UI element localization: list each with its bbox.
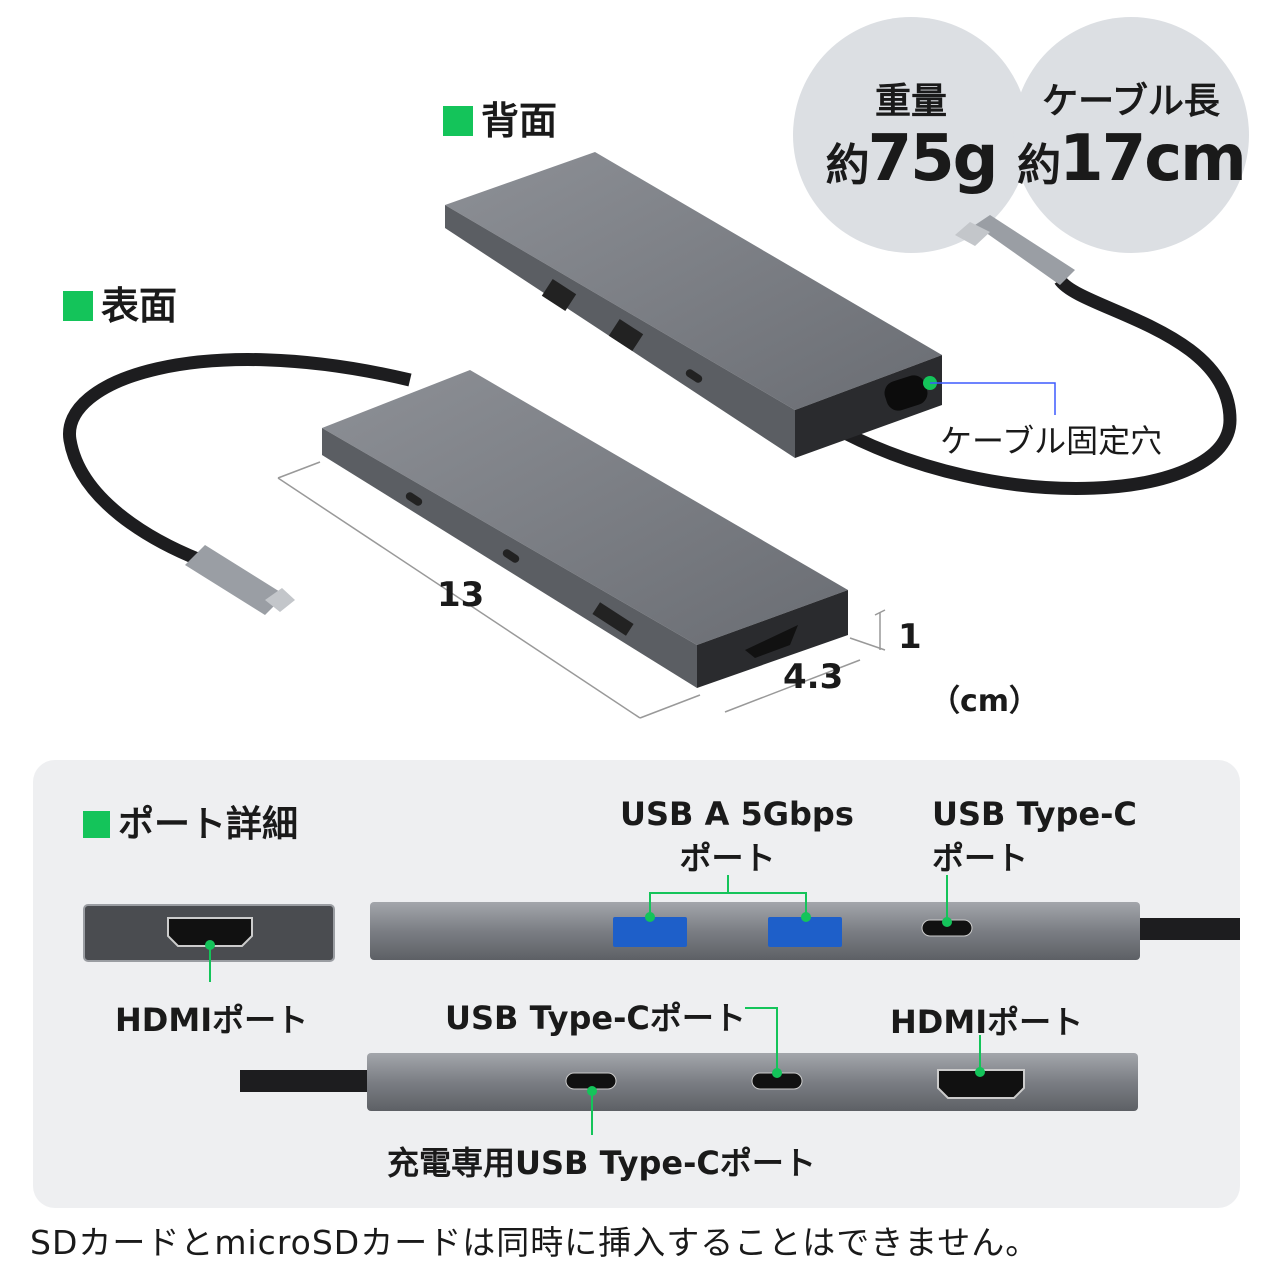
dim-unit: （cm）: [930, 684, 1040, 719]
dim-length: 13: [437, 575, 485, 615]
cable-length-prefix: 約: [1017, 140, 1061, 191]
leader-lines: [209, 875, 981, 1135]
dim-width: 4.3: [783, 657, 844, 697]
leader-dots: [205, 912, 985, 1096]
cable-lock-hole-label: ケーブル固定穴: [940, 422, 1163, 460]
weight-badge: 重量 約75g: [793, 17, 1029, 253]
green-square-icon: [83, 811, 110, 838]
weight-label: 重量: [874, 81, 947, 122]
back-view-heading: 背面: [443, 90, 557, 145]
weight-prefix: 約: [825, 140, 870, 191]
port-details-title: ポート詳細: [118, 804, 299, 845]
usb-c-top-label: USB Type-C ポート: [932, 795, 1137, 879]
usb-a-port-2: [768, 917, 842, 947]
back-label: 背面: [481, 99, 558, 143]
usb-c-plug-front: [185, 545, 295, 615]
usb-c-top-label-line2: ポート: [932, 839, 1029, 877]
hub-illustration: [63, 152, 1237, 719]
usb-c-top-label-line1: USB Type-C: [932, 795, 1137, 833]
front-hub: [322, 370, 848, 688]
hdmi-port-bottom: [937, 1069, 1025, 1099]
hdmi-right-label: HDMIポート: [890, 1003, 1084, 1041]
front-view-heading: 表面: [63, 275, 177, 330]
usb-a-label-line1: USB A 5Gbps: [620, 795, 854, 833]
charge-usb-c-label: 充電専用USB Type-Cポート: [387, 1144, 816, 1182]
dimension-lines: [277, 461, 886, 719]
green-square-icon: [63, 291, 93, 321]
green-square-icon: [443, 106, 473, 136]
dim-height: 1: [898, 617, 922, 657]
port-details-heading: ポート詳細: [83, 795, 298, 847]
sd-card-note: SDカードとmicroSDカードは同時に挿入することはできません。: [30, 1223, 1040, 1262]
hdmi-port-icon: [167, 917, 253, 947]
cable-left: [240, 1070, 367, 1092]
cable-back: [826, 275, 1237, 495]
hdmi-left-label: HDMIポート: [115, 1001, 309, 1039]
usb-a-label: USB A 5Gbps ポート: [620, 795, 854, 879]
port-details-panel: [33, 760, 1240, 1208]
cable-length-badge: ケーブル長 約17cm: [1013, 17, 1249, 253]
usb-c-bottom-label: USB Type-Cポート: [445, 999, 746, 1037]
back-hub: [445, 152, 942, 458]
usb-a-label-line2: ポート: [679, 839, 776, 877]
weight-value: 75g: [867, 122, 999, 196]
cable-right: [1140, 918, 1240, 940]
hub-side-top: [370, 902, 1140, 960]
cable-front: [63, 353, 412, 567]
usb-c-plug-back: [955, 215, 1075, 285]
cable-length-value: 17cm: [1059, 122, 1247, 196]
front-label: 表面: [101, 284, 178, 328]
usb-a-port-1: [613, 917, 687, 947]
callout-line: [930, 382, 1056, 415]
cable-length-label: ケーブル長: [1042, 81, 1220, 122]
